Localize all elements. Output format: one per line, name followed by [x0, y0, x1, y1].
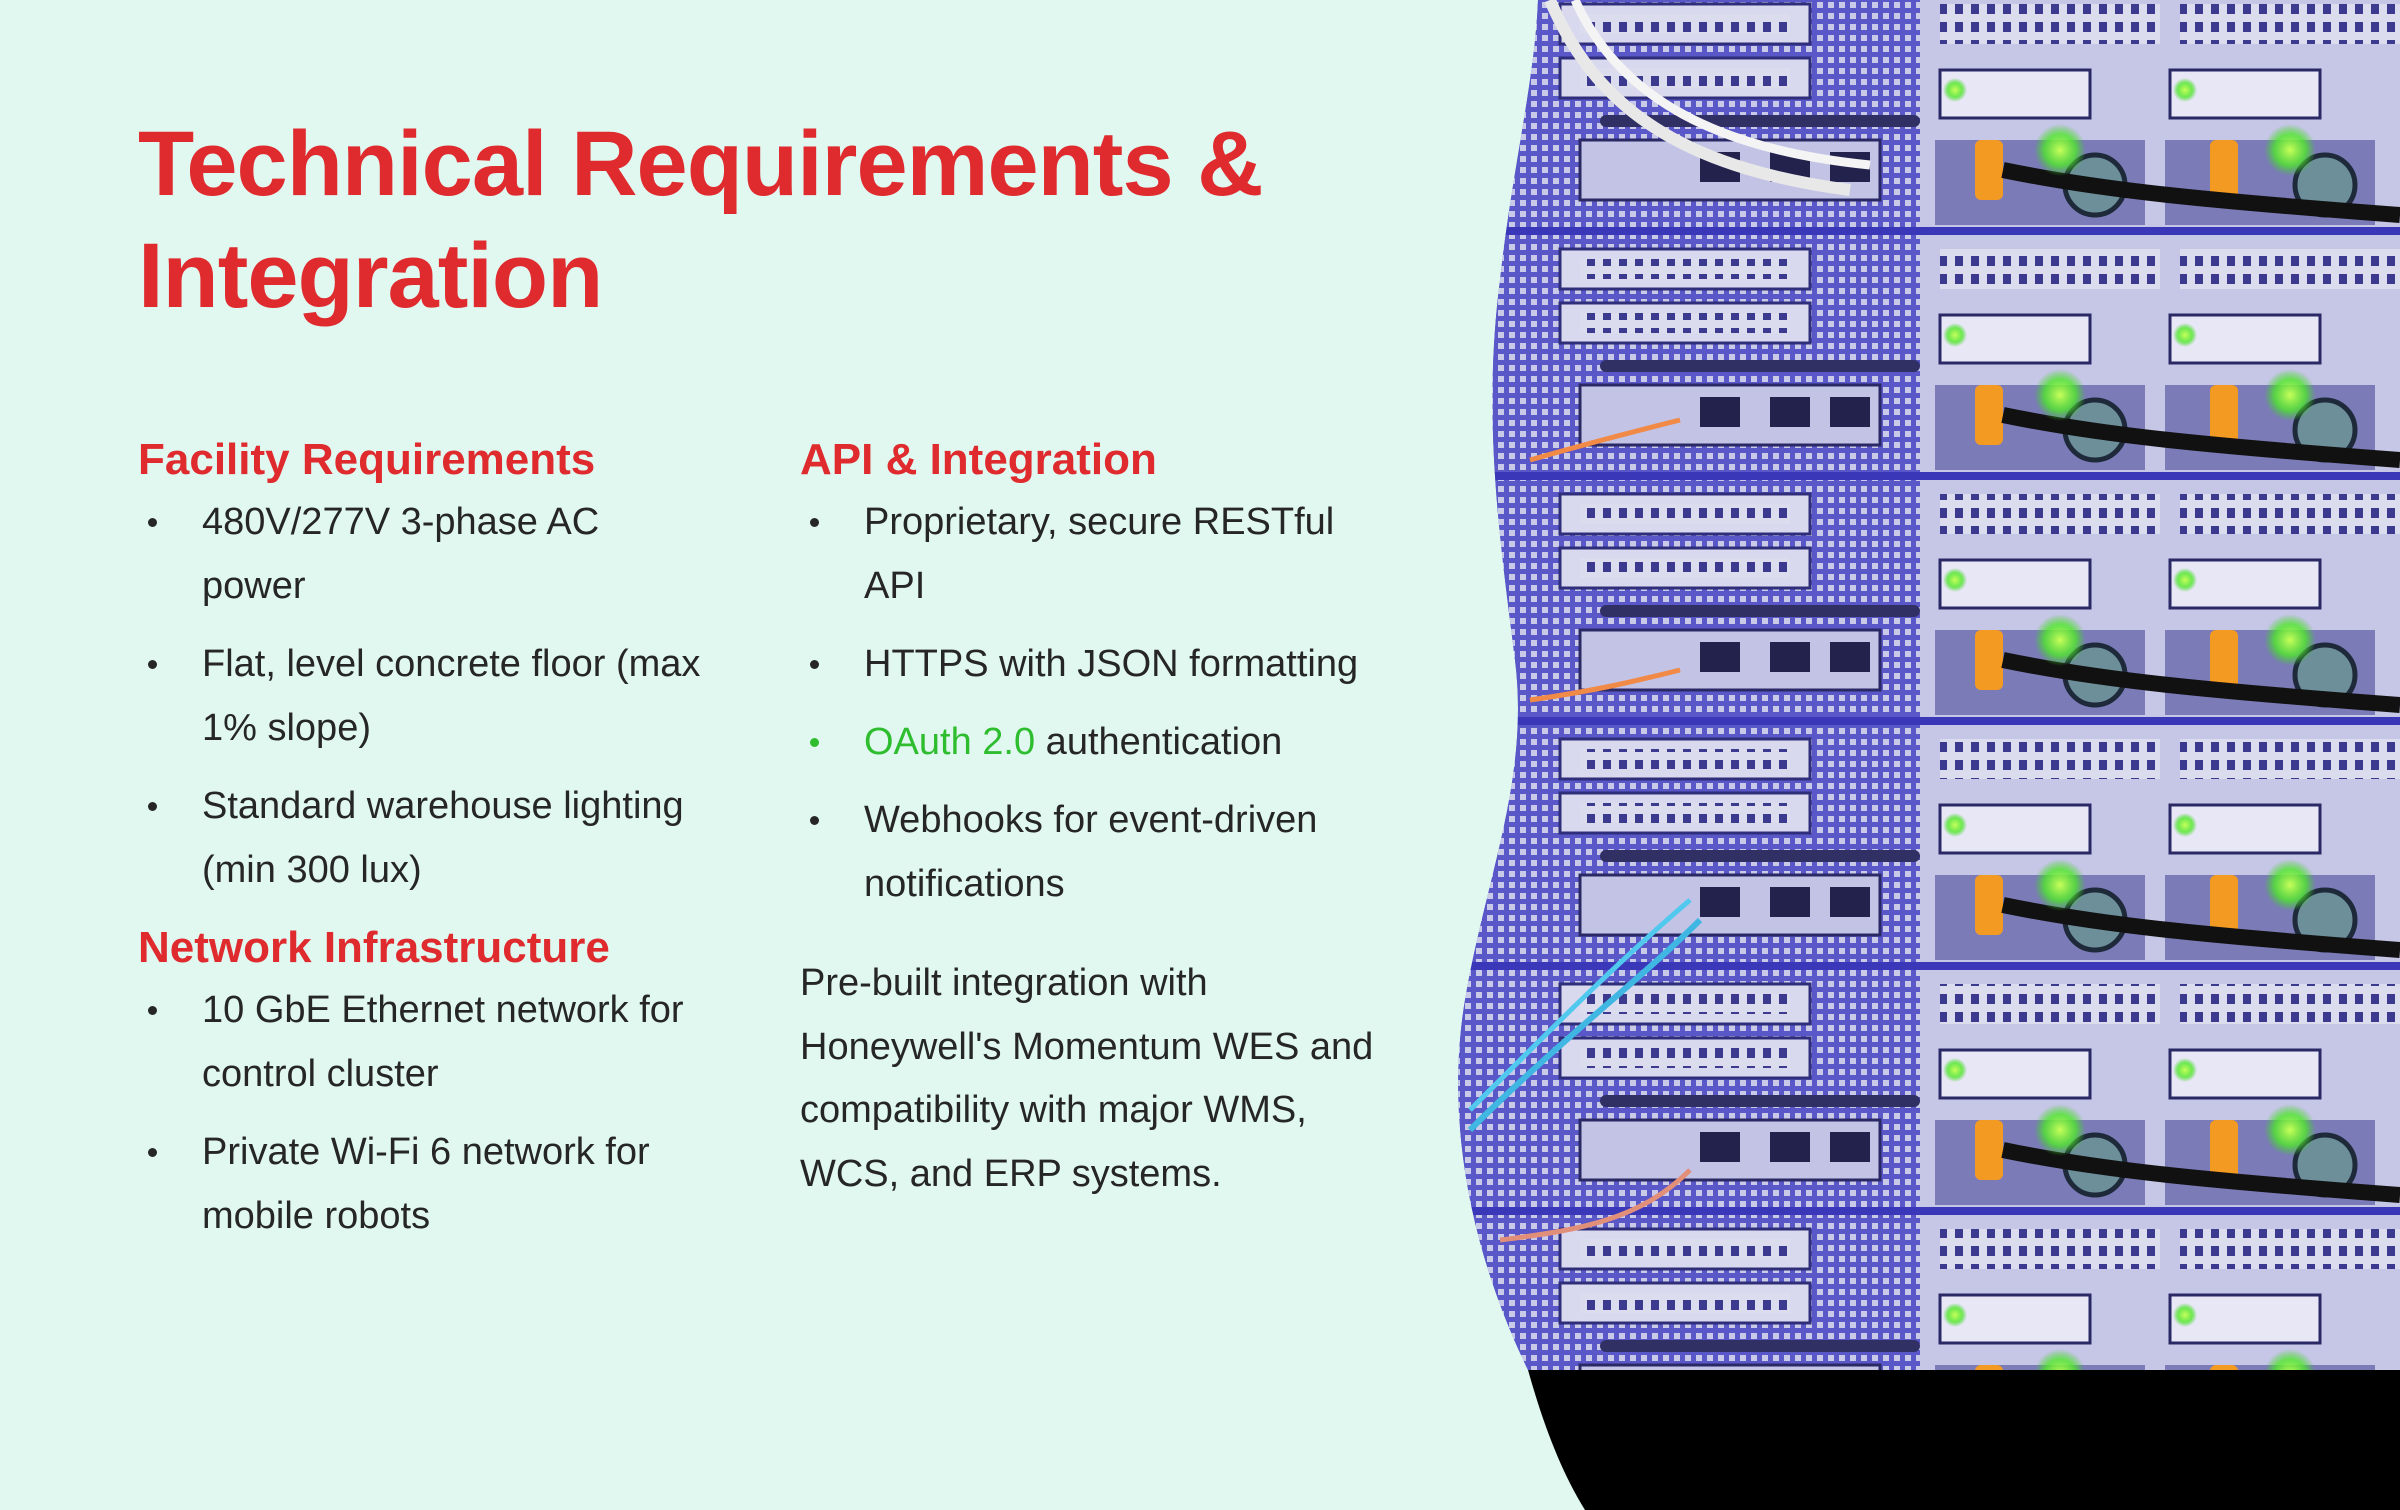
- list-item-text: Private Wi-Fi 6 network for mobile robot…: [202, 1131, 650, 1237]
- list-item: Proprietary, secure RESTful API: [800, 490, 1380, 618]
- bullet-icon: [148, 518, 157, 527]
- api-heading: API & Integration: [800, 435, 1157, 484]
- list-item: Private Wi-Fi 6 network for mobile robot…: [138, 1120, 708, 1248]
- page-title: Technical Requirements & Integration: [138, 113, 1264, 327]
- list-item-text: 10 GbE Ethernet network for control clus…: [202, 989, 684, 1095]
- network-heading: Network Infrastructure: [138, 923, 610, 972]
- list-item-text: Webhooks for event-driven notifications: [864, 799, 1318, 905]
- bullet-icon: [148, 1006, 157, 1015]
- list-item: 10 GbE Ethernet network for control clus…: [138, 978, 708, 1106]
- list-item-text: 480V/277V 3-phase AC power: [202, 501, 600, 607]
- list-item: Standard warehouse lighting (min 300 lux…: [138, 774, 708, 902]
- list-item-text: HTTPS with JSON formatting: [864, 643, 1359, 685]
- facility-heading: Facility Requirements: [138, 435, 596, 484]
- api-list: Proprietary, secure RESTful API HTTPS wi…: [800, 490, 1380, 916]
- bullet-icon: [810, 816, 819, 825]
- oauth-highlight: OAuth 2.0: [864, 721, 1036, 763]
- facility-list: 480V/277V 3-phase AC power Flat, level c…: [138, 490, 708, 902]
- list-item-text: authentication: [1035, 721, 1283, 763]
- list-item: Flat, level concrete floor (max 1% slope…: [138, 632, 708, 760]
- bullet-icon: [148, 660, 157, 669]
- bullet-icon: [810, 738, 819, 747]
- right-column: API & Integration Proprietary, secure RE…: [800, 430, 1380, 1206]
- list-item: Webhooks for event-driven notifications: [800, 788, 1380, 916]
- bullet-icon: [810, 660, 819, 669]
- list-item-text: Flat, level concrete floor (max 1% slope…: [202, 643, 701, 749]
- list-item-text: Proprietary, secure RESTful API: [864, 501, 1335, 607]
- list-item: OAuth 2.0 authentication: [800, 710, 1380, 774]
- bullet-icon: [148, 1148, 157, 1157]
- list-item: HTTPS with JSON formatting: [800, 632, 1380, 696]
- list-item-text: Standard warehouse lighting (min 300 lux…: [202, 785, 684, 891]
- integration-paragraph: Pre-built integration with Honeywell's M…: [800, 962, 1374, 1195]
- network-list: 10 GbE Ethernet network for control clus…: [138, 978, 708, 1248]
- bullet-icon: [148, 802, 157, 811]
- list-item: 480V/277V 3-phase AC power: [138, 490, 708, 618]
- bullet-icon: [810, 518, 819, 527]
- left-column: Facility Requirements 480V/277V 3-phase …: [138, 430, 708, 1262]
